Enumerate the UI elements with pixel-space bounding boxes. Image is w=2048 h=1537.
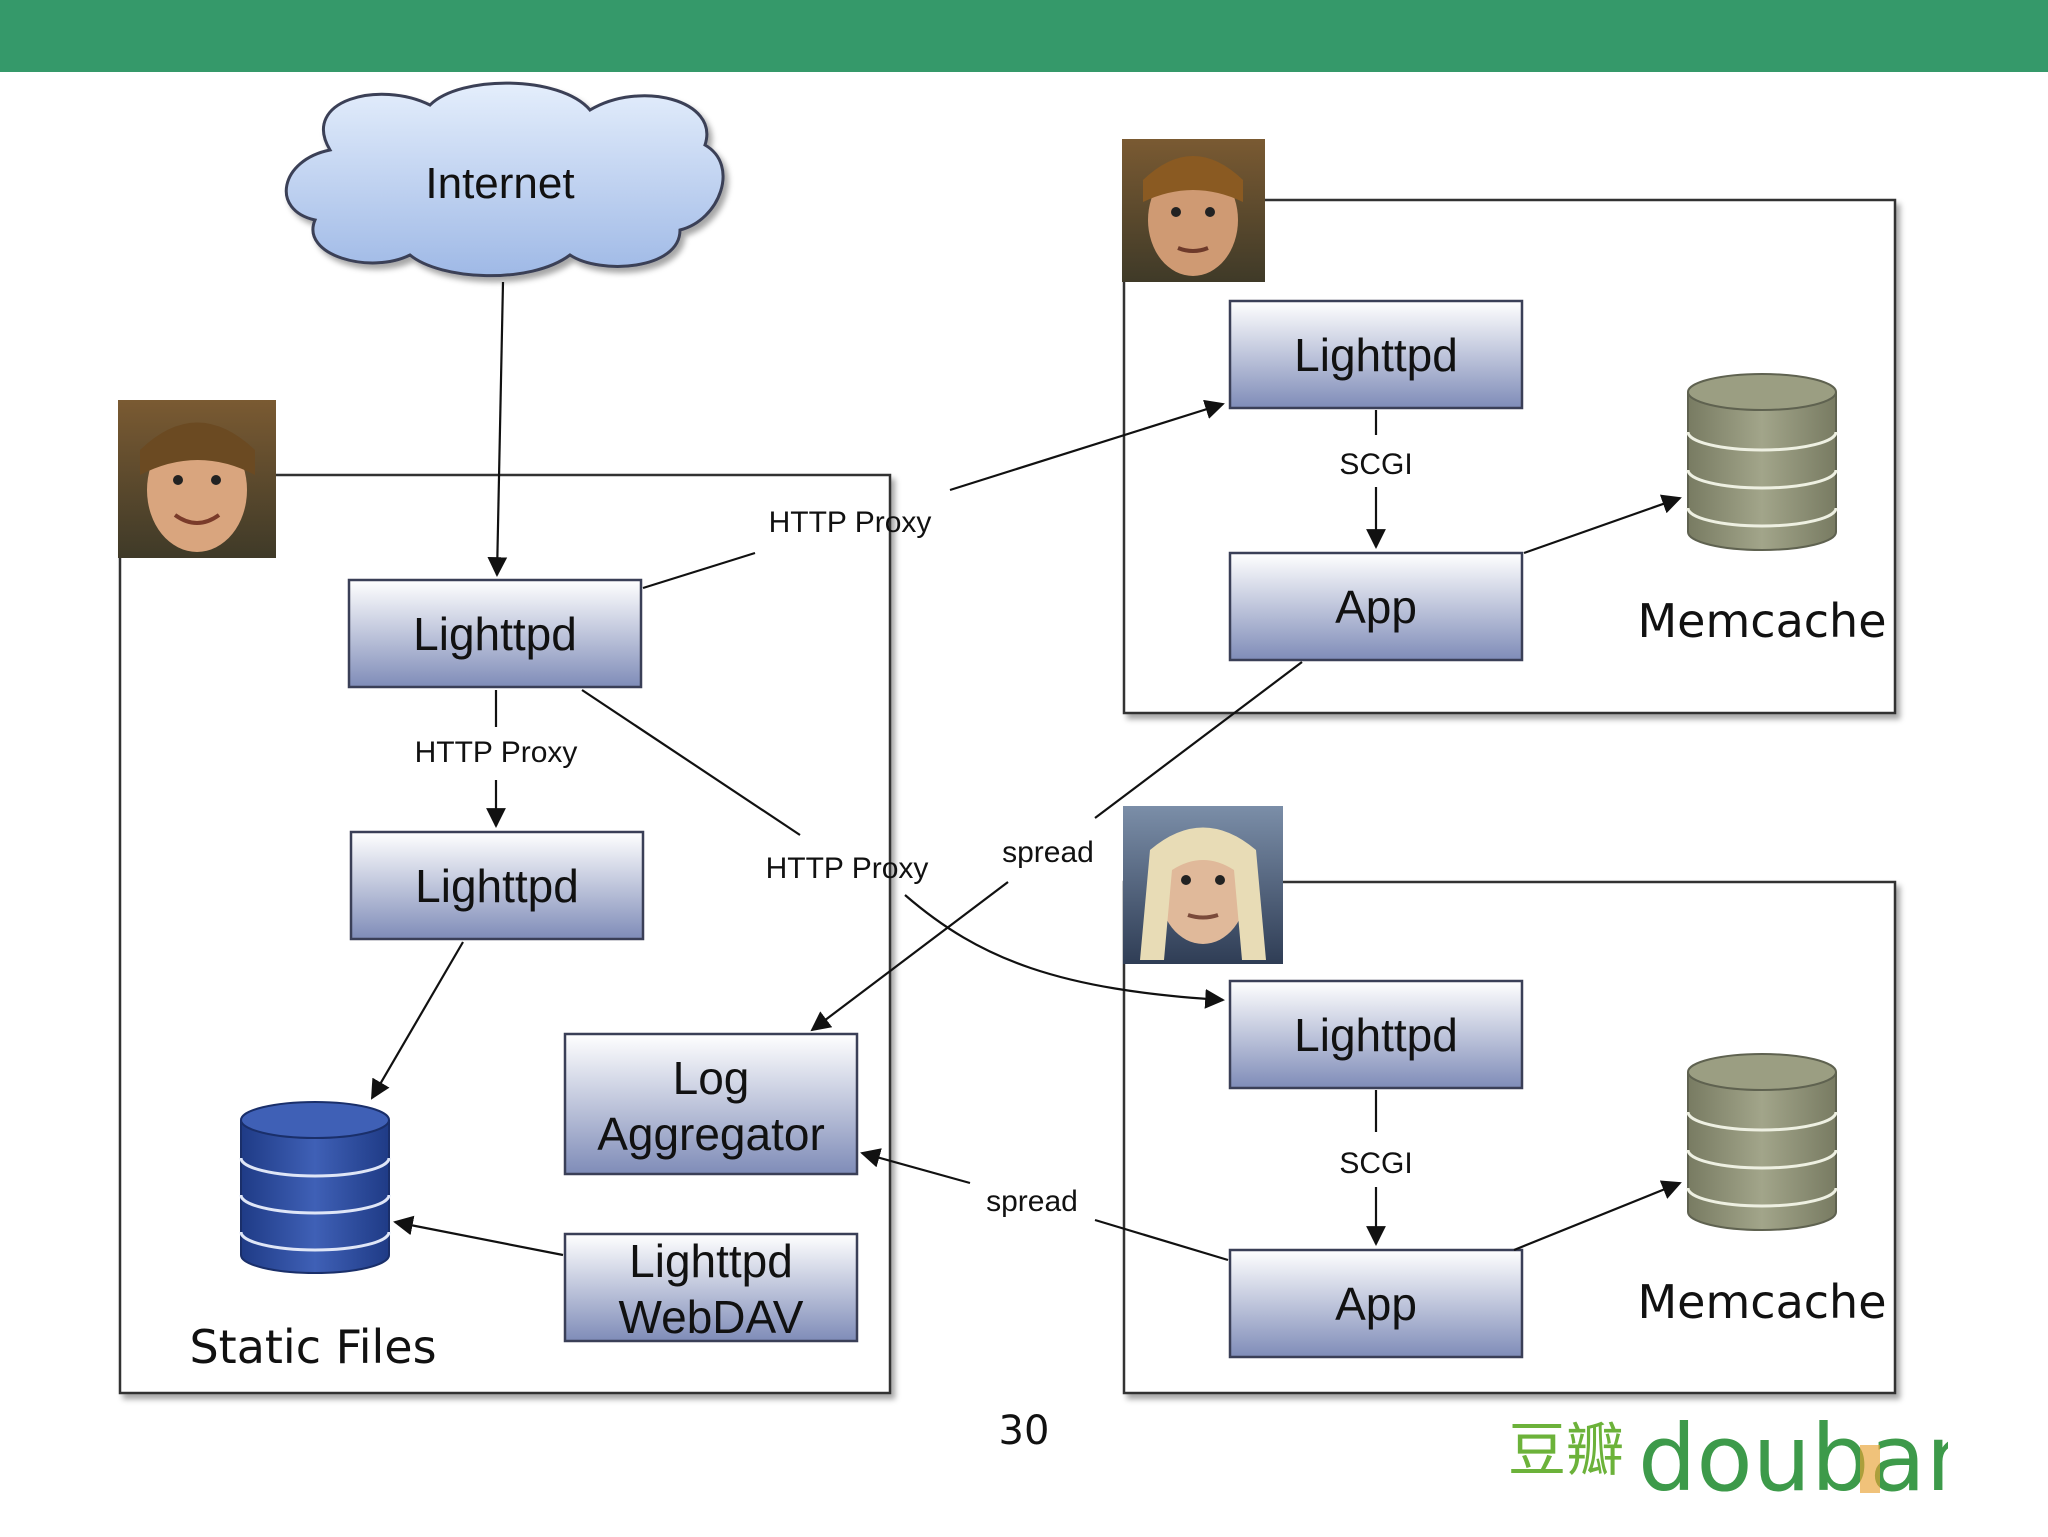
internet-label: Internet: [425, 159, 574, 208]
edge-label-http-proxy-bottom: HTTP Proxy: [766, 852, 929, 885]
edge-spread-top-a: [1094, 661, 1303, 819]
left-lighttpd-front-box: Lighttpd: [347, 578, 643, 689]
edge-label-spread-bottom: spread: [986, 1185, 1078, 1218]
edge-spread-bottom-a: [1094, 1218, 1229, 1262]
box-label: App: [1335, 581, 1417, 633]
edge-static-lighttpd-to-files: [371, 941, 464, 1100]
logo-accent: [1860, 1445, 1880, 1493]
box-label-line-2: Aggregator: [597, 1108, 825, 1160]
memcache-database-icon: [1686, 373, 1838, 551]
logo-cn-text: 豆瓣: [1508, 1416, 1624, 1484]
top-lighttpd-box: Lighttpd: [1228, 299, 1524, 410]
header-bar: [0, 0, 2048, 72]
edge-label-http-proxy-top: HTTP Proxy: [769, 506, 932, 539]
edge-proxy-bottom-b: [904, 894, 1225, 1009]
static-files-database-icon: [239, 1101, 391, 1274]
scgi-label: SCGI: [1339, 448, 1412, 481]
lighttpd-webdav-box: Lighttpd WebDAV: [563, 1232, 859, 1343]
memcache-label: Memcache: [1637, 594, 1886, 648]
face-photo-icon: [1122, 139, 1265, 282]
edge-internet-to-lighttpd: [487, 281, 508, 577]
log-aggregator-box: Log Aggregator: [563, 1032, 859, 1176]
memcache-database-icon: [1686, 1053, 1838, 1231]
edge-proxy-bottom-a: [581, 689, 801, 836]
edge-webdav-to-files: [393, 1215, 564, 1257]
box-label: Lighttpd: [1294, 1009, 1458, 1061]
face-photo-icon: [1123, 806, 1283, 964]
edges: [371, 281, 1682, 1262]
page-number: 30: [998, 1408, 1050, 1454]
face-photo-icon: [118, 400, 276, 558]
box-label-line-1: Lighttpd: [629, 1235, 793, 1287]
logo-en-text: douban: [1638, 1405, 1948, 1512]
static-files-label: Static Files: [189, 1320, 436, 1374]
edge-proxy-top-a: [642, 551, 756, 590]
edge-spread-bottom-b: [860, 1148, 971, 1185]
edge-label-http-proxy-internal: HTTP Proxy: [415, 736, 578, 769]
douban-logo: 豆瓣 douban: [1508, 1405, 1948, 1512]
internet-cloud: Internet: [284, 81, 725, 278]
scgi-label: SCGI: [1339, 1147, 1412, 1180]
edge-proxy-top-b: [949, 399, 1225, 492]
box-label: Lighttpd: [415, 860, 579, 912]
memcache-label: Memcache: [1637, 1275, 1886, 1329]
top-app-box: App: [1228, 551, 1524, 662]
bottom-app-box: App: [1228, 1248, 1524, 1359]
left-lighttpd-static-box: Lighttpd: [349, 830, 645, 941]
box-label: Lighttpd: [413, 608, 577, 660]
box-label-line-1: Log: [673, 1052, 750, 1104]
box-label: Lighttpd: [1294, 329, 1458, 381]
edge-label-spread-top: spread: [1002, 836, 1094, 869]
edge-spread-top-b: [810, 881, 1009, 1032]
bottom-lighttpd-box: Lighttpd: [1228, 979, 1524, 1090]
box-label: App: [1335, 1278, 1417, 1330]
box-label-line-2: WebDAV: [619, 1291, 804, 1343]
